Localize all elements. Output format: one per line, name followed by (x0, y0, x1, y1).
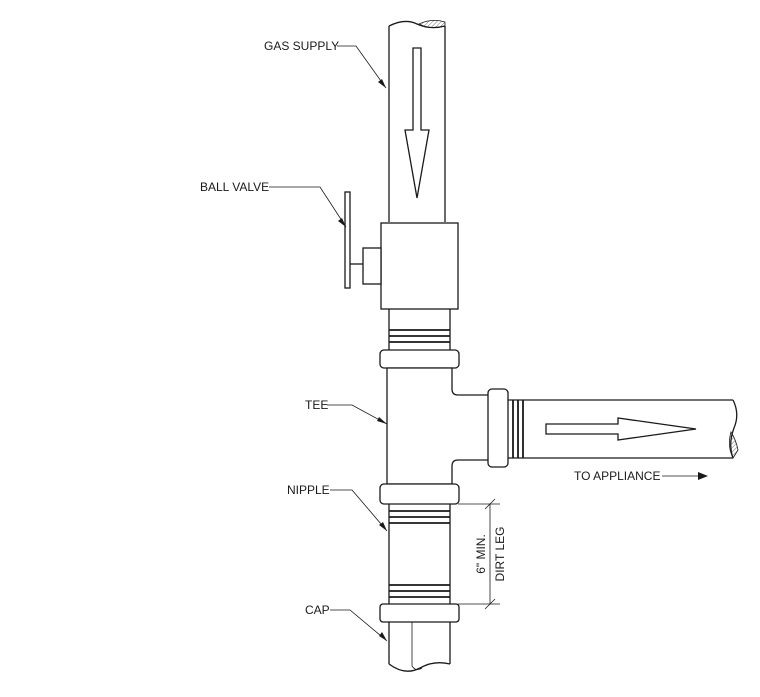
callout-cap: CAP (305, 603, 388, 642)
nipple-label: NIPPLE (287, 483, 330, 497)
to-appliance-label: TO APPLIANCE (574, 469, 660, 483)
cap-label: CAP (305, 603, 330, 617)
callout-nipple: NIPPLE (287, 483, 388, 532)
flow-arrow-right (545, 417, 697, 441)
valve-to-tee-pipe (388, 309, 451, 350)
dimension-min-label: 6" MIN. (474, 534, 488, 574)
tee-fitting (379, 349, 509, 505)
nipple (388, 504, 451, 604)
dimension-dirt-leg-label: DIRT LEG (493, 527, 507, 582)
gas-supply-label: GAS SUPPLY (264, 39, 339, 53)
dirt-leg-dimension: 6" MIN. DIRT LEG (458, 498, 507, 610)
gas-supply-pipe (388, 20, 446, 222)
callout-gas-supply: GAS SUPPLY (264, 39, 387, 89)
tee-label: TEE (305, 398, 328, 412)
ball-valve-label: BALL VALVE (200, 180, 269, 194)
appliance-pipe (508, 399, 739, 459)
callout-tee: TEE (305, 398, 388, 425)
flow-arrow-down (404, 47, 430, 199)
callout-ball-valve: BALL VALVE (200, 180, 347, 228)
cap-fitting (379, 603, 460, 672)
ball-valve (344, 191, 459, 310)
callout-to-appliance: TO APPLIANCE (574, 469, 708, 483)
